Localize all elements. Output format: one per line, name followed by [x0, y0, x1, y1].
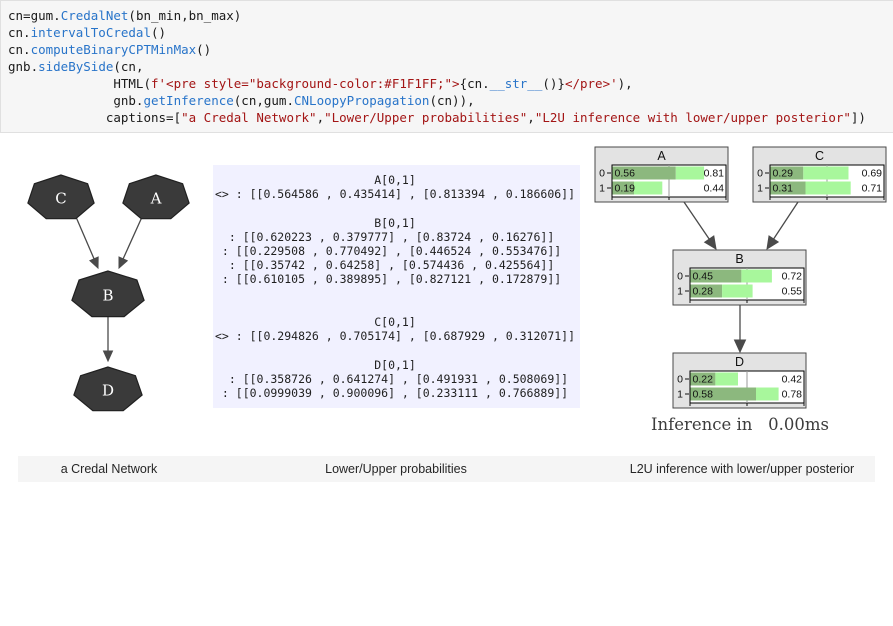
graph-node-C — [27, 174, 95, 220]
graph-node-A — [122, 174, 190, 220]
cpt-pre: A[0,1] <> : [[0.564586 , 0.435414] , [0.… — [213, 165, 580, 409]
inference-node-title-B: B — [735, 252, 743, 266]
code-line: cn.intervalToCredal() — [8, 25, 167, 40]
caption-l2u-inference: L2U inference with lower/upper posterior — [629, 462, 855, 476]
bar-lower — [770, 181, 806, 195]
graph-node-label-D: D — [102, 382, 114, 400]
inference-node-title-A: A — [657, 149, 666, 163]
edge-arrowhead-icon — [118, 256, 129, 270]
bar-upper — [715, 372, 738, 386]
upper-value: 0.78 — [782, 389, 803, 401]
edge-arrowhead-icon — [88, 256, 99, 270]
graph-node-D — [73, 366, 143, 412]
graph-node-label-B: B — [102, 287, 113, 305]
row-label: 1 — [677, 286, 683, 298]
row-label: 1 — [677, 389, 683, 401]
row-label: 0 — [599, 168, 605, 180]
code-line: gnb.sideBySide(cn, — [8, 59, 144, 74]
caption-lower-upper: Lower/Upper probabilities — [325, 462, 467, 476]
upper-value: 0.71 — [862, 183, 883, 195]
bar-upper — [805, 181, 851, 195]
bar-upper — [634, 181, 663, 195]
lower-value: 0.56 — [615, 168, 636, 180]
bar-lower — [612, 166, 676, 180]
edge-arrowhead-icon — [102, 350, 114, 363]
bar-upper — [722, 284, 753, 298]
lower-value: 0.58 — [693, 389, 714, 401]
code-line: cn.computeBinaryCPTMinMax() — [8, 42, 212, 57]
code-line: cn=gum.CredalNet(bn_min,bn_max) — [8, 8, 242, 23]
upper-value: 0.55 — [782, 286, 803, 298]
lower-value: 0.22 — [693, 374, 714, 386]
graph-node-label-A: A — [150, 190, 162, 208]
bar-lower — [770, 166, 804, 180]
inference-node-title-C: C — [815, 149, 824, 163]
graph-node-label-C: C — [55, 190, 66, 208]
captions-bar: a Credal Network Lower/Upper probabiliti… — [18, 456, 875, 482]
lower-value: 0.45 — [693, 271, 714, 283]
code-line: gnb.getInference(cn,gum.CNLoopyPropagati… — [8, 93, 475, 108]
edge-line — [122, 216, 143, 260]
code-line: HTML(f'<pre style="background-color:#F1F… — [8, 76, 633, 91]
bar-lower — [690, 284, 723, 298]
row-label: 1 — [757, 183, 763, 195]
bar-lower — [612, 181, 634, 195]
bar-upper — [741, 269, 772, 283]
code-lines: cn=gum.CredalNet(bn_min,bn_max) cn.interv… — [8, 7, 893, 126]
graph-node-B — [71, 270, 145, 318]
edge-line — [683, 201, 710, 240]
bar-upper — [675, 166, 705, 180]
inference-node-title-D: D — [735, 355, 744, 369]
upper-value: 0.69 — [862, 168, 883, 180]
inference-status: Inference in 0.00ms — [651, 415, 829, 434]
edge-arrowhead-icon — [733, 339, 747, 354]
row-label: 0 — [757, 168, 763, 180]
edge-arrowhead-icon — [703, 235, 717, 250]
lower-value: 0.28 — [693, 286, 714, 298]
upper-value: 0.81 — [704, 168, 725, 180]
row-label: 1 — [599, 183, 605, 195]
code-cell[interactable]: cn=gum.CredalNet(bn_min,bn_max) cn.interv… — [0, 0, 893, 133]
edge-line — [75, 216, 95, 260]
row-label: 0 — [677, 271, 683, 283]
bar-upper — [756, 387, 779, 401]
bar-lower — [690, 387, 756, 401]
lower-value: 0.29 — [773, 168, 794, 180]
edge-arrowhead-icon — [766, 235, 780, 251]
edge-line — [773, 201, 799, 240]
upper-value: 0.44 — [704, 183, 725, 195]
row-label: 0 — [677, 374, 683, 386]
bar-upper — [803, 166, 849, 180]
lower-value: 0.19 — [615, 183, 636, 195]
upper-value: 0.42 — [782, 374, 803, 386]
upper-value: 0.72 — [782, 271, 803, 283]
inference-graph: A 0 0.56 0.81 1 0.19 0.44 C 0 0.29 0.69 1 0.31 0.71B 0… — [594, 146, 887, 434]
bar-lower — [690, 269, 742, 283]
bar-lower — [690, 372, 716, 386]
code-line: captions=["a Credal Network","Lower/Uppe… — [8, 110, 866, 125]
caption-credal-network: a Credal Network — [60, 462, 158, 476]
credal-network-graph: C A B D — [27, 174, 190, 412]
lower-value: 0.31 — [773, 183, 794, 195]
